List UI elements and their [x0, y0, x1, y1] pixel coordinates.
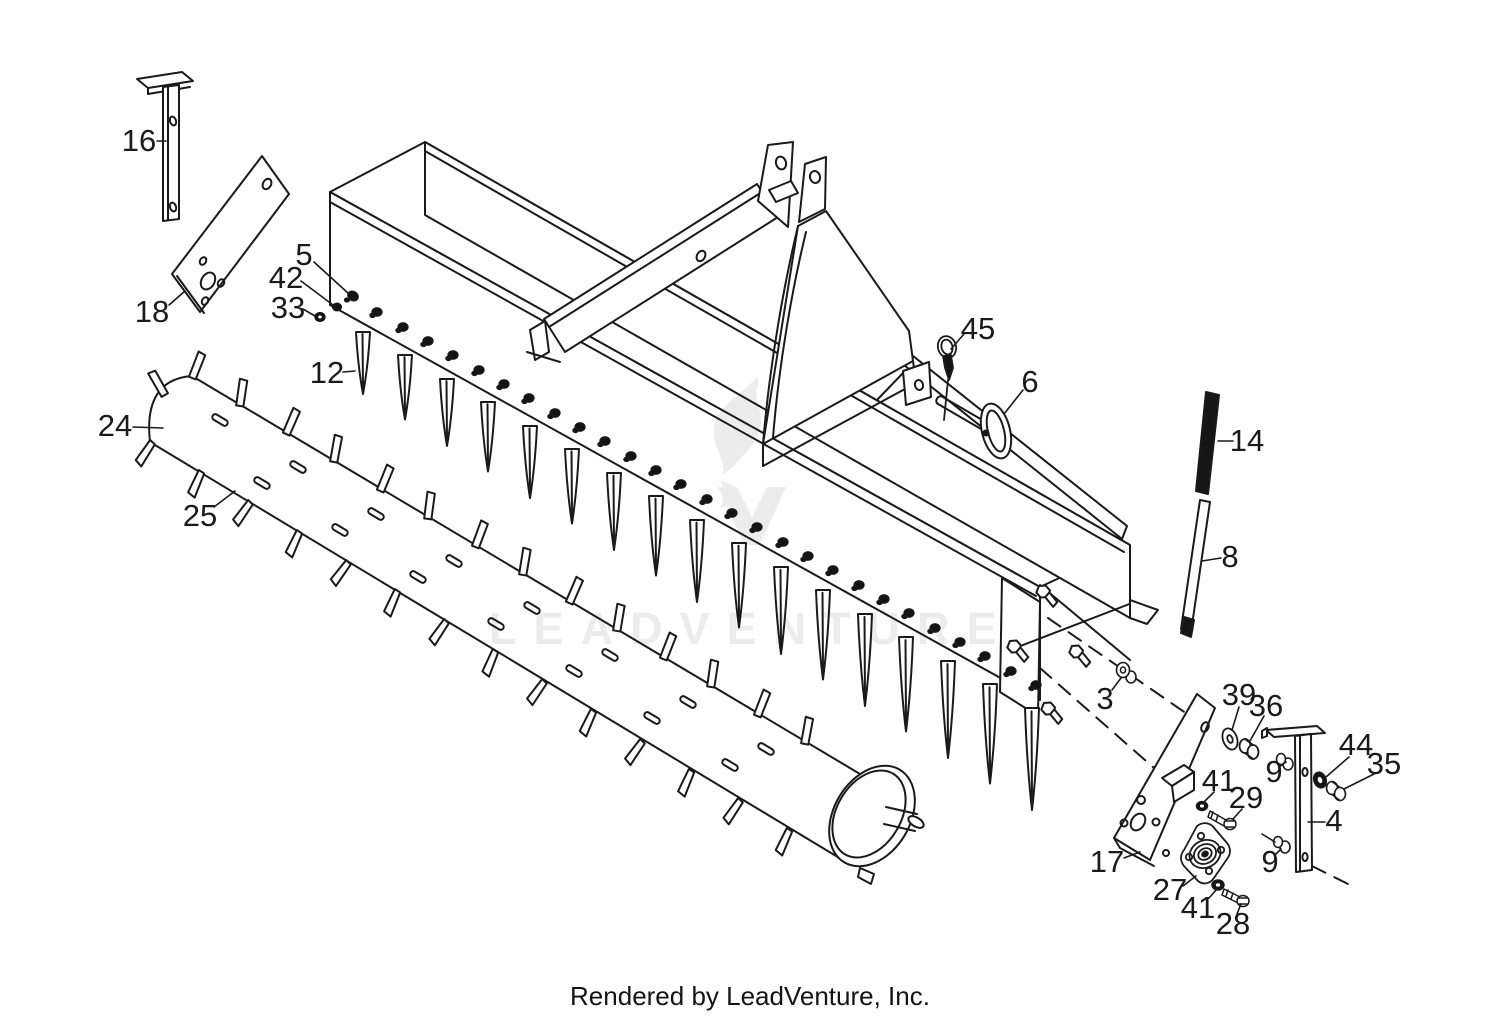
carriage-bolt-row [314, 290, 1042, 692]
plain-rod [1180, 499, 1211, 638]
flange-bearing-27 [1180, 822, 1231, 885]
bolt-29-washer-41 [1195, 800, 1237, 831]
callout-24: 24 [97, 408, 133, 443]
callout-14: 14 [1229, 423, 1265, 458]
callout-29: 29 [1228, 780, 1264, 815]
footer-credit: Rendered by LeadVenture, Inc. [570, 981, 930, 1011]
hitch-tower [757, 141, 932, 467]
callout-42: 42 [268, 260, 304, 295]
callout-3: 3 [1096, 681, 1114, 716]
callout-9-upper: 9 [1265, 754, 1283, 789]
bushings-9 [1261, 752, 1294, 854]
callout-35: 35 [1366, 746, 1402, 781]
callout-41-upper: 41 [1201, 763, 1237, 798]
callout-17: 17 [1089, 844, 1125, 879]
handle-pin [935, 395, 1013, 460]
axle-center-lines [1039, 617, 1353, 887]
callout-25: 25 [182, 498, 218, 533]
spike-roller [134, 349, 925, 885]
threaded-rod [1195, 391, 1220, 495]
callout-41-lower: 41 [1180, 890, 1216, 925]
callout-9-lower: 9 [1261, 844, 1279, 879]
washer-39-nut-36 [1221, 727, 1260, 760]
washer-44-nut-35 [1312, 771, 1347, 802]
callout-44: 44 [1338, 727, 1374, 762]
bolt-28-washer-41 [1211, 879, 1250, 908]
leader-lines [132, 140, 1377, 915]
callout-6: 6 [1021, 364, 1039, 399]
callout-12: 12 [309, 355, 345, 390]
spacer-3 [1115, 661, 1137, 684]
callout-5: 5 [295, 237, 313, 272]
callout-33: 33 [270, 290, 306, 325]
callout-16: 16 [121, 123, 157, 158]
callout-36: 36 [1248, 688, 1284, 723]
callout-4: 4 [1325, 803, 1343, 838]
callout-45: 45 [960, 311, 996, 346]
bearing-bracket-17 [1113, 693, 1216, 867]
callout-18: 18 [134, 294, 170, 329]
watermark-text: LEADVENTURE [489, 603, 1014, 654]
callout-28: 28 [1215, 906, 1251, 941]
part-stand-post [136, 71, 194, 222]
part-flat-plate [171, 155, 290, 314]
callout-8: 8 [1221, 539, 1239, 574]
callout-27: 27 [1152, 872, 1188, 907]
stand-post-4 [1261, 725, 1326, 873]
callout-39: 39 [1221, 677, 1257, 712]
watermark-logo [713, 376, 786, 545]
